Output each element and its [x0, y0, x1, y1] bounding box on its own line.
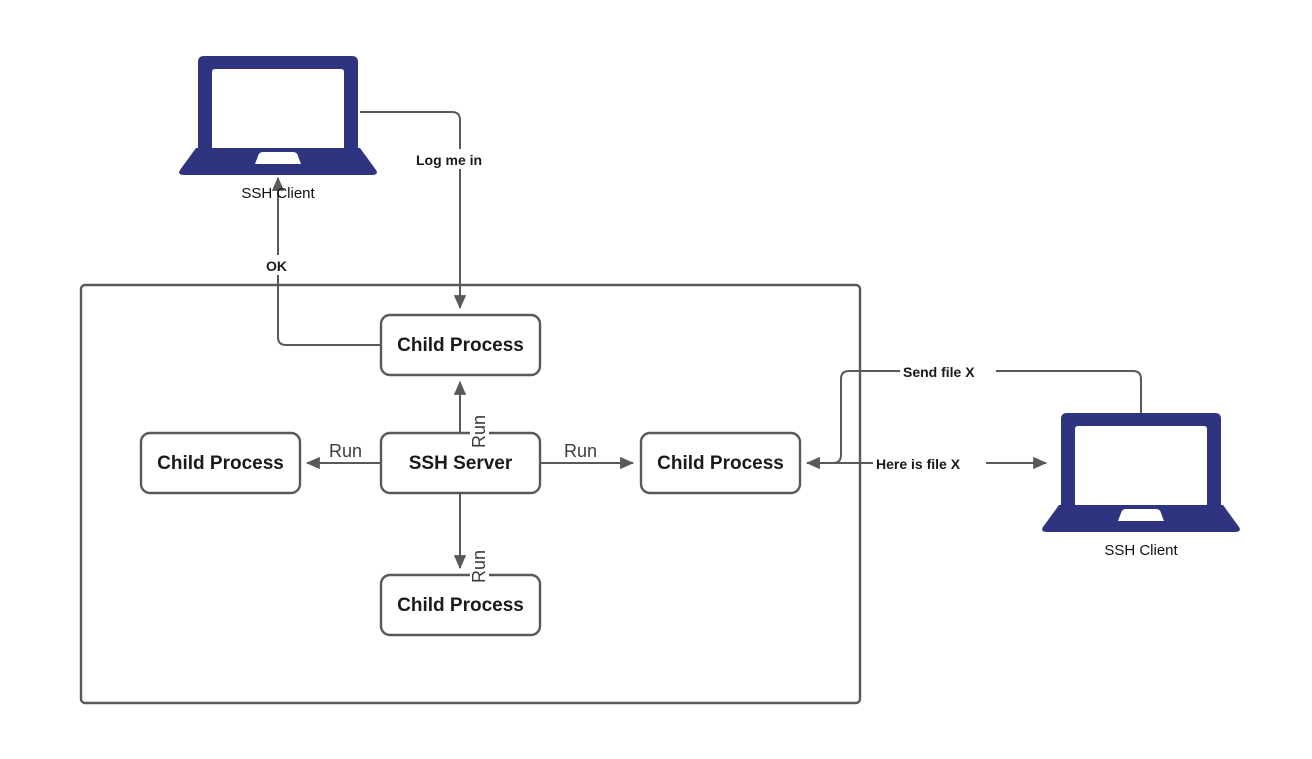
- edge-label-log-me-in: Log me in: [413, 149, 510, 169]
- svg-text:Here is file X: Here is file X: [876, 456, 961, 472]
- edge-label-run-left: Run: [326, 440, 368, 461]
- connector-ok: [271, 176, 380, 346]
- device-label: SSH Client: [241, 185, 315, 202]
- edge-label-run-up: Run: [469, 409, 489, 451]
- connector-send-file-x: [807, 370, 1142, 464]
- device-label: SSH Client: [1104, 542, 1178, 559]
- node-ssh-server[interactable]: SSH Server: [379, 431, 542, 495]
- node-child-process-right[interactable]: Child Process: [639, 431, 802, 495]
- svg-text:Run: Run: [469, 415, 489, 448]
- node-label: SSH Server: [409, 453, 513, 474]
- server-host-boundary: [79, 283, 862, 705]
- node-label: Child Process: [397, 335, 524, 356]
- connector-log-me-in: [360, 111, 467, 310]
- edge-label-ok: OK: [263, 255, 299, 275]
- svg-text:Run: Run: [564, 441, 597, 461]
- svg-text:Run: Run: [469, 550, 489, 583]
- device-ssh-client-top-left[interactable]: SSH Client: [179, 56, 377, 202]
- node-label: Child Process: [397, 595, 524, 616]
- node-child-process-left[interactable]: Child Process: [139, 431, 302, 495]
- node-child-process-bottom[interactable]: Child Process: [379, 573, 542, 637]
- node-label: Child Process: [657, 453, 784, 474]
- edge-label-here-is-file-x: Here is file X: [873, 454, 986, 473]
- svg-text:Run: Run: [329, 441, 362, 461]
- laptop-icon: [1042, 413, 1240, 532]
- edge-label-run-right: Run: [561, 440, 603, 461]
- svg-text:OK: OK: [266, 258, 287, 274]
- svg-text:Log me in: Log me in: [416, 152, 482, 168]
- edge-label-send-file-x: Send file X: [900, 362, 996, 381]
- svg-text:Send file X: Send file X: [903, 364, 975, 380]
- laptop-icon: [179, 56, 377, 175]
- node-child-process-top[interactable]: Child Process: [379, 313, 542, 377]
- edge-label-run-down: Run: [469, 544, 489, 586]
- node-label: Child Process: [157, 453, 284, 474]
- device-ssh-client-right[interactable]: SSH Client: [1042, 413, 1240, 559]
